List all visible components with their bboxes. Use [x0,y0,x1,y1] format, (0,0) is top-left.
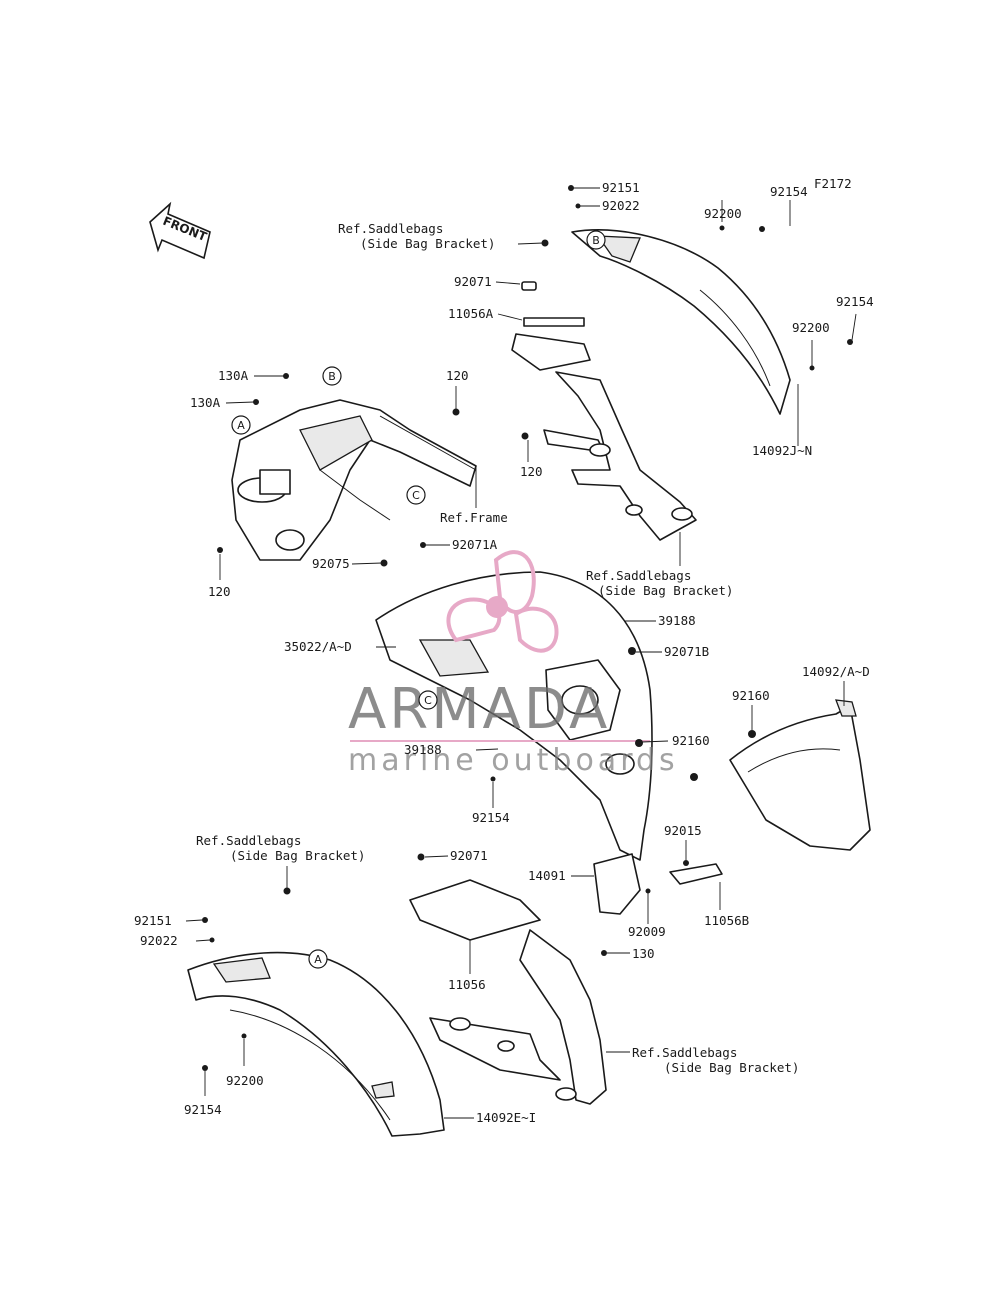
fender-cover-center [375,571,653,861]
callout-a-frame: A [231,415,251,435]
label-ref-bracket-mid-1: Ref.Saddlebags [586,568,691,583]
watermark-logo: ARMADA marine outboards [348,550,679,778]
leader-lines [185,187,857,1119]
label-92151-top: 92151 [602,180,640,195]
label-39188-right: 39188 [658,613,696,628]
bracket-14091 [593,853,641,915]
rear-fender-cover-upper [571,229,791,415]
svg-text:C: C [424,694,432,707]
label-92154-bot: 92154 [184,1102,222,1117]
label-14092EI: 14092E~I [476,1110,536,1125]
label-35022: 35022/A~D [284,639,352,654]
callout-b-top: B [586,230,606,250]
figure-code: F2172 [814,176,852,191]
svg-text:A: A [237,419,245,432]
label-92022-bot: 92022 [140,933,178,948]
label-39188-left: 39188 [404,742,442,757]
callout-a-lower: A [308,949,328,969]
svg-text:B: B [328,370,336,383]
label-ref-bracket-left-1: Ref.Saddlebags [196,833,301,848]
frame-assembly [231,399,477,561]
svg-text:C: C [412,489,420,502]
svg-text:B: B [592,234,600,247]
fasteners [202,185,853,1071]
callout-b-frame: B [322,366,342,386]
label-92071A: 92071A [452,537,498,552]
label-120-top: 120 [446,368,469,383]
rear-fender-cover-lower [187,951,445,1137]
watermark-brand: ARMADA [348,677,610,742]
label-14092AD: 14092/A~D [802,664,870,679]
label-92154-top: 92154 [770,184,808,199]
label-ref-bracket-mid-2: (Side Bag Bracket) [598,583,733,598]
side-cover-right [729,699,871,851]
watermark-tagline: marine outboards [348,743,679,778]
label-120-mid: 120 [520,464,543,479]
label-92160-top: 92160 [732,688,770,703]
side-bag-bracket-lower [409,879,607,1105]
label-14091: 14091 [528,868,566,883]
label-92071B: 92071B [664,644,709,659]
label-92015: 92015 [664,823,702,838]
label-92022-top: 92022 [602,198,640,213]
label-92075: 92075 [312,556,350,571]
front-arrow-icon: FRONT [149,201,211,260]
label-ref-bracket-bot-2: (Side Bag Bracket) [664,1060,799,1075]
label-11056B: 11056B [704,913,749,928]
label-14092JN: 14092J~N [752,443,812,458]
side-bag-bracket-upper [511,281,697,541]
stay-11056B [669,863,723,885]
label-ref-bracket-bot-1: Ref.Saddlebags [632,1045,737,1060]
label-92071-bot: 92071 [450,848,488,863]
label-ref-bracket-top-2: (Side Bag Bracket) [360,236,495,251]
label-92200-bot: 92200 [226,1073,264,1088]
callout-c-frame: C [406,485,426,505]
label-92200-right: 92200 [792,320,830,335]
label-92009: 92009 [628,924,666,939]
label-11056: 11056 [448,977,486,992]
label-92151-bot: 92151 [134,913,172,928]
label-ref-frame: Ref.Frame [440,510,508,525]
label-92200-top: 92200 [704,206,742,221]
label-130A-1: 130A [218,368,249,383]
label-92160-mid: 92160 [672,733,710,748]
label-11056A: 11056A [448,306,494,321]
label-130A-2: 130A [190,395,221,410]
label-ref-bracket-left-2: (Side Bag Bracket) [230,848,365,863]
label-130: 130 [632,946,655,961]
label-120-left: 120 [208,584,231,599]
callout-c-fender: C [418,690,438,710]
label-92071-top: 92071 [454,274,492,289]
label-92154-right: 92154 [836,294,874,309]
svg-text:A: A [314,953,322,966]
label-ref-bracket-top-1: Ref.Saddlebags [338,221,443,236]
label-92154-mid: 92154 [472,810,510,825]
